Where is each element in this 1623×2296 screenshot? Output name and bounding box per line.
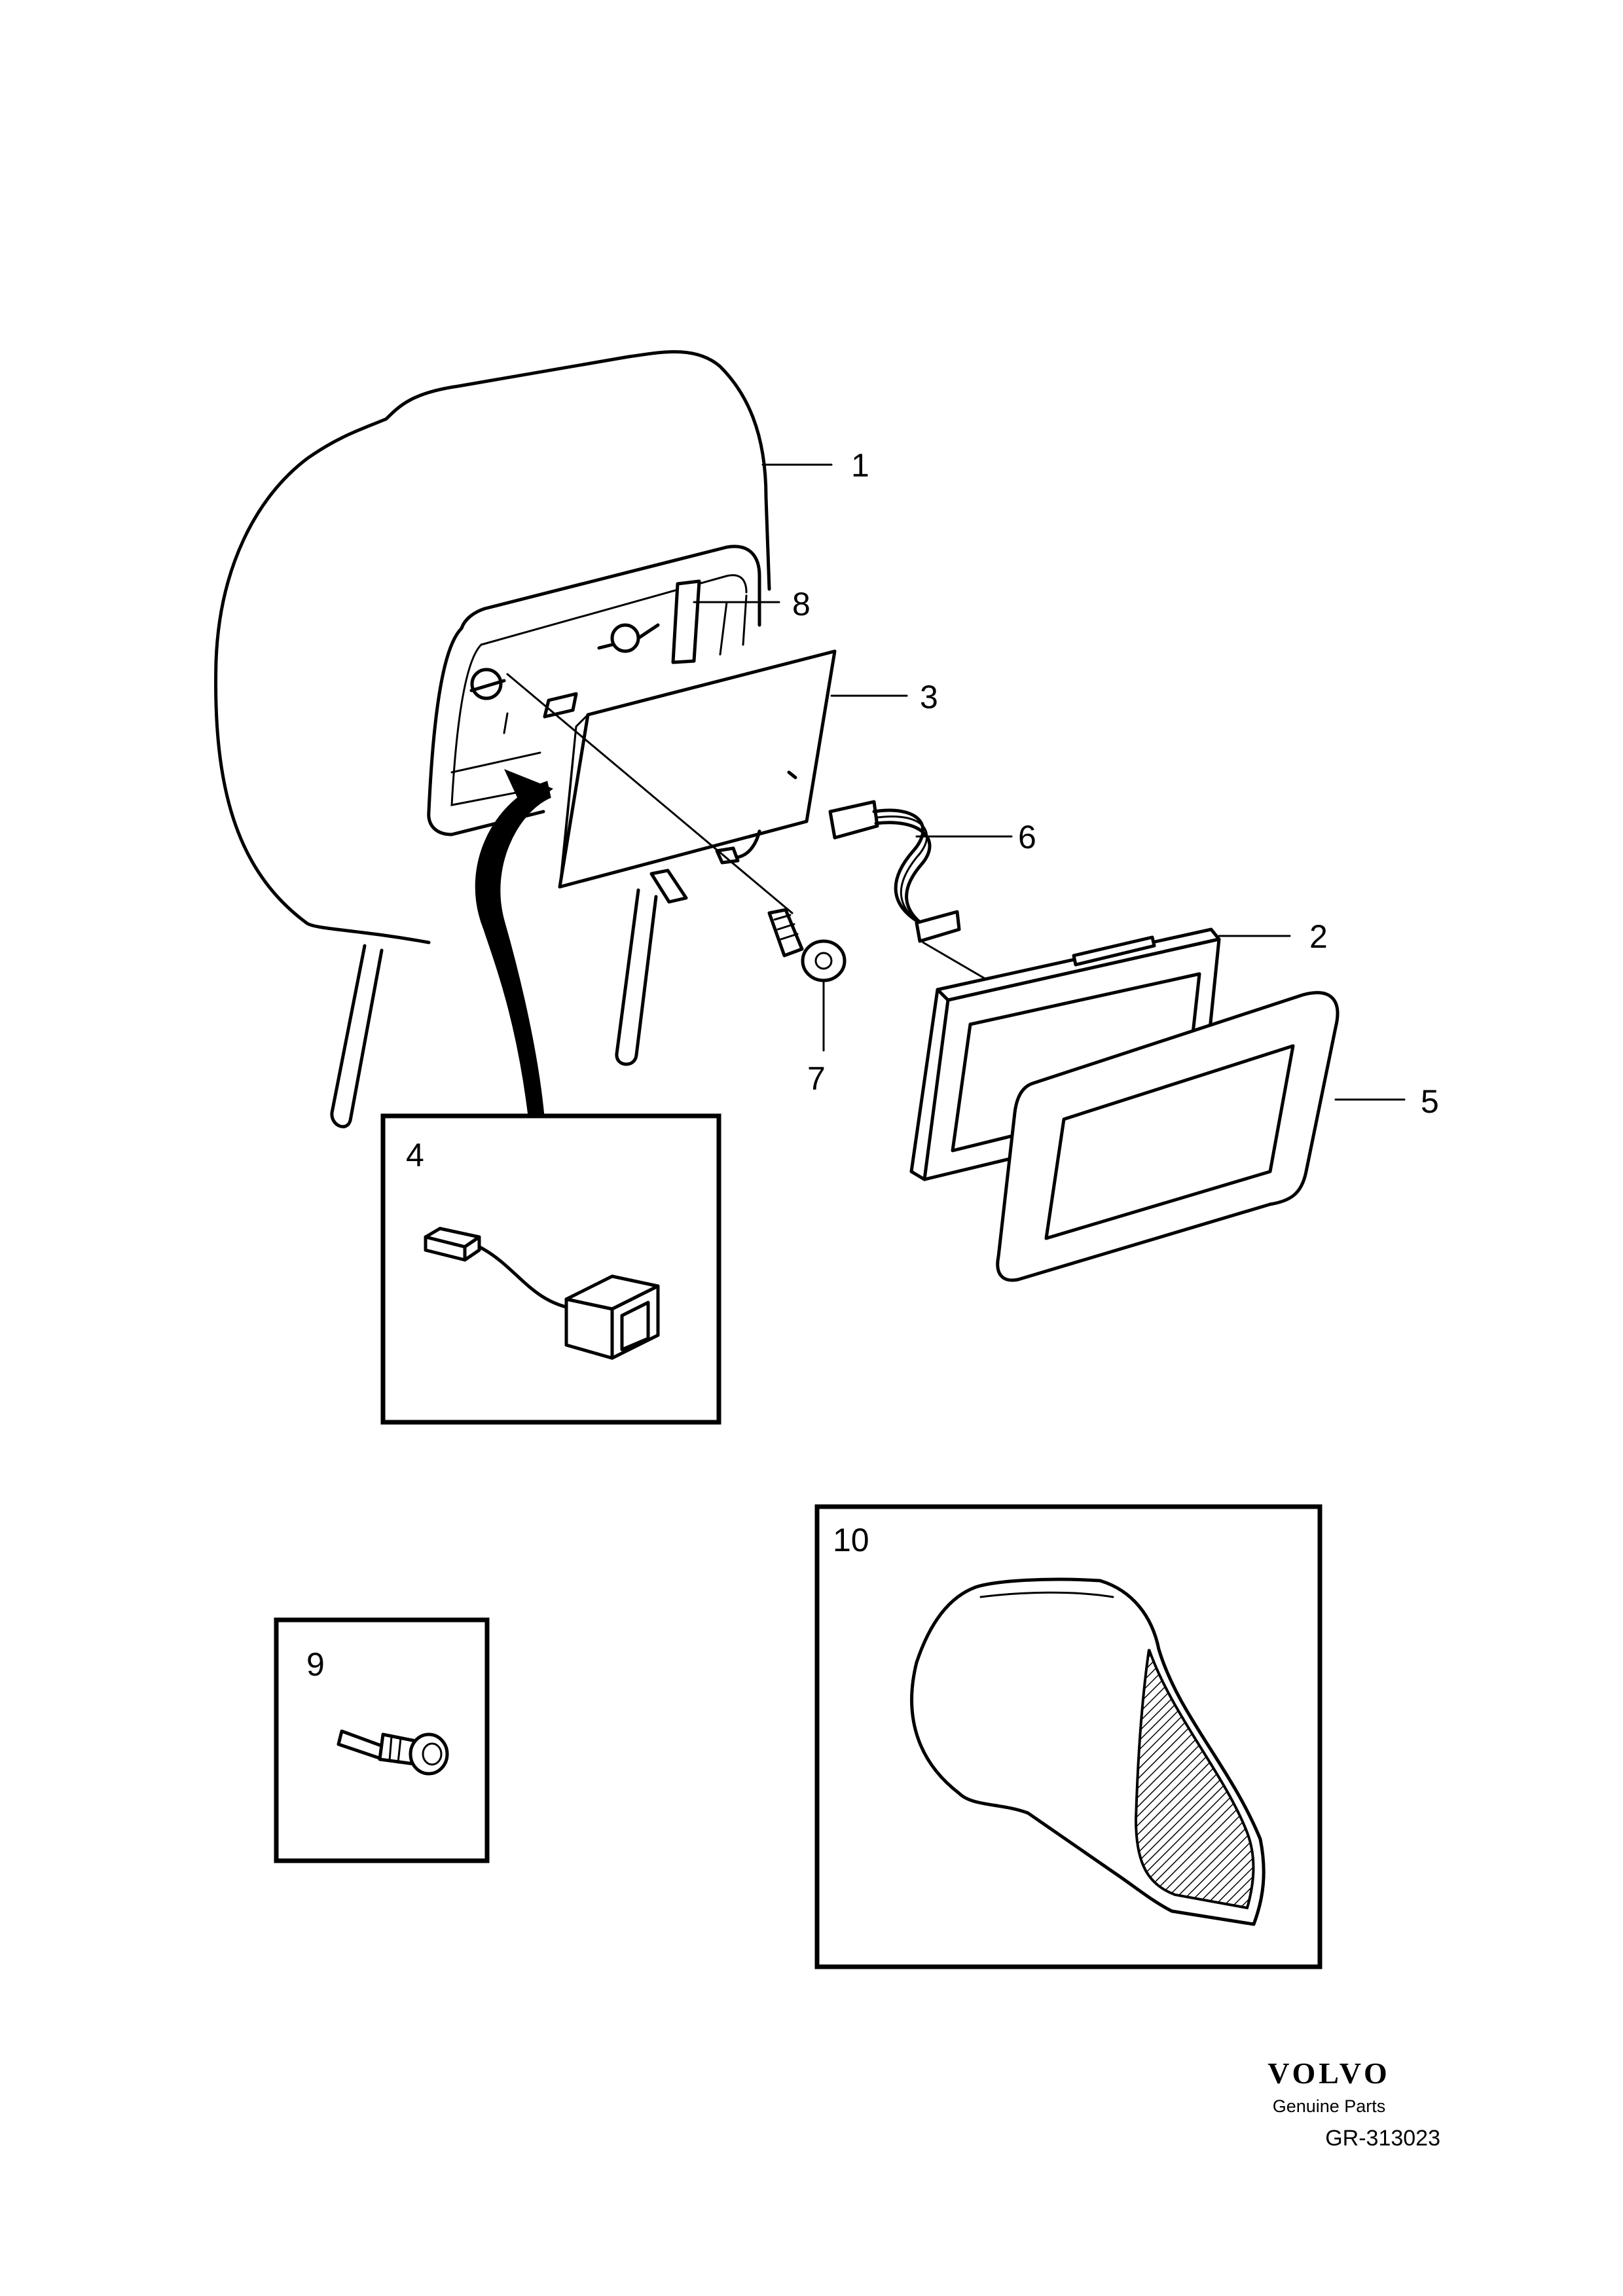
- callout-8: 8: [792, 586, 811, 622]
- callout-5: 5: [1421, 1083, 1439, 1120]
- callout-1: 1: [851, 447, 869, 484]
- inset-9-clip: [274, 1617, 490, 1863]
- brand-tagline: Genuine Parts: [1272, 2096, 1386, 2116]
- headrest-part: [214, 350, 771, 1128]
- brand-logo: VOLVO: [1267, 2056, 1391, 2090]
- callout-10: 10: [833, 1522, 869, 1558]
- callout-6: 6: [1018, 819, 1036, 855]
- callout-2: 2: [1309, 918, 1328, 955]
- inset-4-cable-adapter: [380, 1113, 721, 1425]
- screw-part: [767, 908, 847, 982]
- callout-9: 9: [306, 1646, 325, 1683]
- callout-4: 4: [406, 1137, 424, 1174]
- callout-3: 3: [920, 679, 938, 715]
- brand-block: VOLVO Genuine Parts GR-313023: [1218, 2058, 1440, 2151]
- callout-arrowhead: [504, 769, 553, 812]
- ribbon-cable-part: [828, 800, 961, 943]
- inset-10-headrest-cover: [814, 1504, 1322, 1969]
- leader-lines: [693, 463, 1406, 1101]
- callout-arrow: [475, 781, 551, 1117]
- callout-7: 7: [807, 1060, 826, 1097]
- screen-panel-part: [558, 649, 837, 904]
- trim-frame-part: [996, 991, 1340, 1282]
- diagram-reference: GR-313023: [1325, 2126, 1440, 2151]
